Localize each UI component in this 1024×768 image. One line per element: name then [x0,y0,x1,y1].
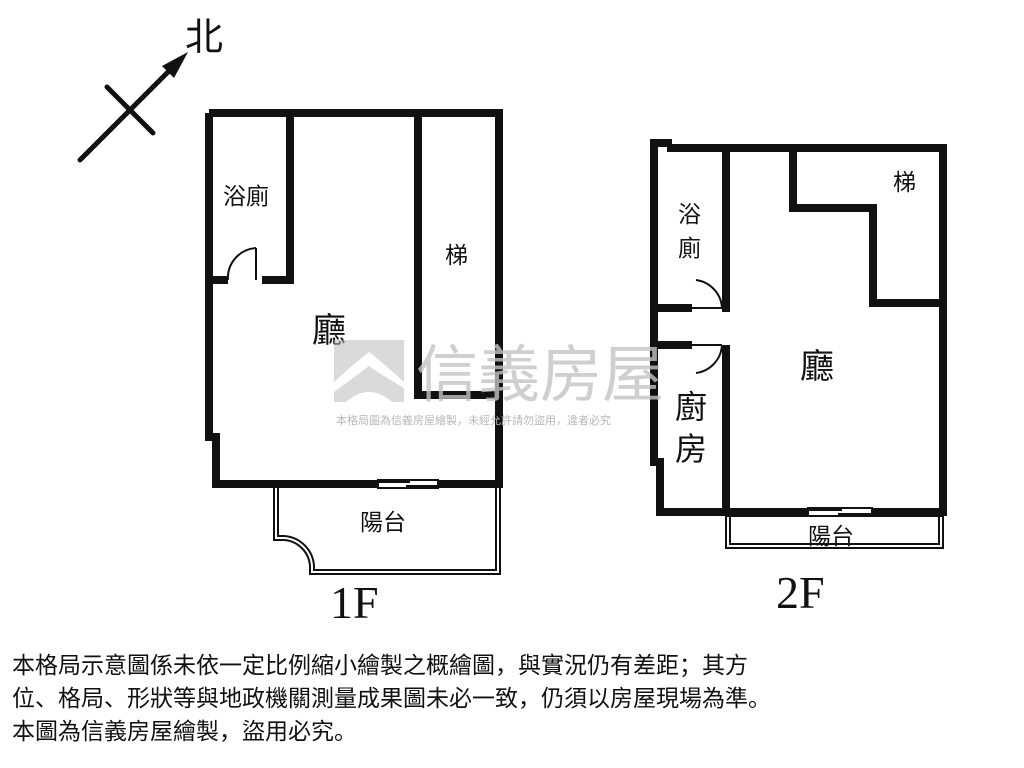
watermark-brand: 信義房屋 [416,338,664,411]
second-floor-bathroom-door [692,279,723,309]
disclaimer-line-3: 本圖為信義房屋繪製，盜用必究。 [12,719,357,745]
first-floor-bathroom-label: 浴廁 [223,184,269,210]
compass-label: 北 [185,15,223,59]
first-floor-stairs-label: 梯 [445,243,468,269]
second-floor-kitchen-door [692,344,723,374]
sinyi-logo-icon [334,340,404,402]
disclaimer-line-1: 本格局示意圖係未依一定比例縮小繪製之概繪圖，與實況仍有差距；其方 [12,653,748,679]
second-floor-sliding-door [807,507,873,517]
second-floor-bathroom-label-2: 廁 [678,236,701,262]
first-floor-bathroom-door [226,247,257,281]
first-floor-sliding-door [377,479,439,489]
first-floor-balcony-label: 陽台 [360,510,406,536]
second-floor-walls [650,139,947,516]
second-floor-label: 2F [776,567,825,618]
second-floor-bathroom-label-1: 浴 [678,202,701,228]
first-floor-label: 1F [330,577,379,628]
north-arrow-icon [77,57,183,163]
second-floor-kitchen-label-1: 廚 [675,388,707,426]
second-floor-kitchen-label-2: 房 [675,430,707,468]
disclaimer-line-2: 位、格局、形狀等與地政機關測量成果圖未必一致，仍須以房屋現場為準。 [12,686,771,712]
watermark-notice: 本格局圖為信義房屋繪製，未經允許請勿盜用，違者必究 [336,413,611,427]
second-floor-balcony-label: 陽台 [808,524,854,550]
north-arrow-head-icon [162,52,188,78]
first-floor-balcony [273,488,501,575]
first-floor-walls [205,109,503,488]
second-floor-living-label: 廳 [800,347,834,387]
second-floor-balcony [725,515,944,549]
disclaimer: 本格局示意圖係未依一定比例縮小繪製之概繪圖，與實況仍有差距；其方 位、格局、形狀… [12,650,1016,749]
second-floor-stairs-label: 梯 [893,170,916,196]
